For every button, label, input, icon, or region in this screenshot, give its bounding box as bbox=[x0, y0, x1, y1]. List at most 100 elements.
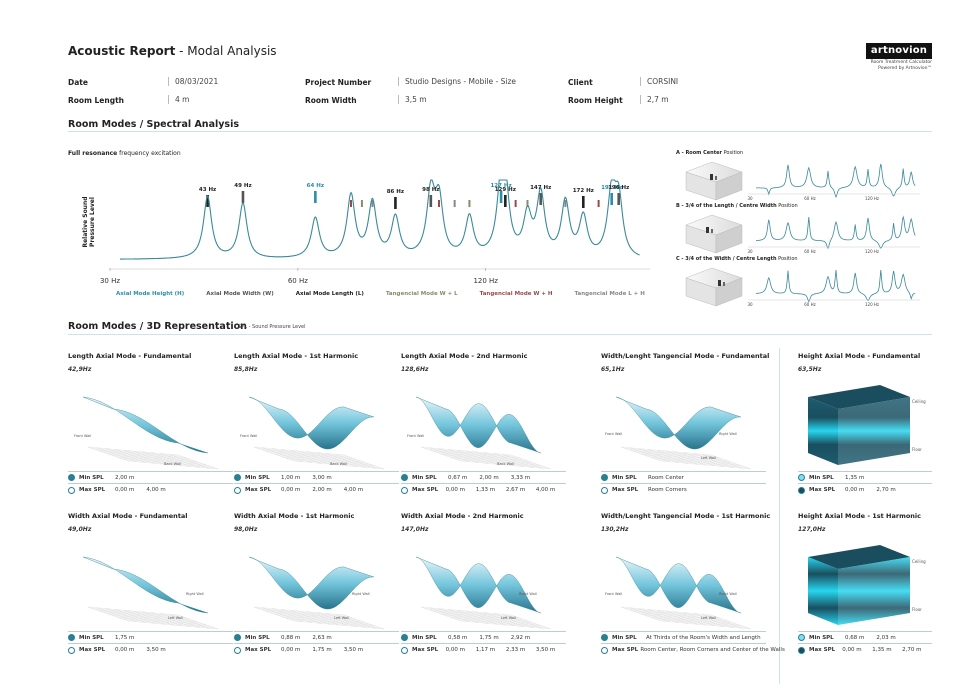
max-spl-label: Max SPL bbox=[79, 487, 106, 493]
mode-label: 196 Hz bbox=[608, 185, 629, 191]
wall-label: Back Wall bbox=[164, 462, 181, 466]
spectral-rule bbox=[68, 131, 932, 132]
wall-label: Right Wall bbox=[719, 432, 737, 436]
min-spl-value: 2,03 m bbox=[876, 634, 896, 641]
tangential-bar bbox=[350, 200, 353, 207]
wall-label: Left Wall bbox=[334, 616, 349, 620]
max-spl-value: 1,75 m bbox=[312, 647, 332, 653]
wall-label: Front Wall bbox=[407, 434, 424, 438]
min-spl-value: 0,68 m bbox=[845, 634, 865, 641]
min-spl-label: Min SPL bbox=[612, 474, 637, 481]
room-cube-right bbox=[715, 171, 743, 201]
min-spl-value: 0,67 m bbox=[448, 474, 468, 481]
floor-label: Floor bbox=[912, 607, 922, 612]
min-spl-dot bbox=[68, 634, 75, 641]
ceiling-label: Ceiling bbox=[912, 559, 926, 564]
position-curve bbox=[755, 269, 916, 303]
max-spl-value: 0,00 m bbox=[281, 647, 301, 653]
excitation-caption: Full resonance frequency excitation bbox=[68, 150, 181, 157]
position-c-bold: 3/4 of the Width / Centre Length bbox=[685, 256, 777, 262]
x-tick-label: 30 Hz bbox=[100, 277, 120, 285]
position-tick-label: 30 bbox=[747, 302, 753, 307]
position-a-prefix: A - bbox=[676, 150, 686, 156]
position-tick-label: 30 bbox=[747, 249, 753, 254]
max-spl-value: 3,50 m bbox=[343, 647, 364, 653]
max-spl-value: 2,33 m bbox=[505, 647, 526, 653]
mode-label: 129 Hz bbox=[495, 187, 516, 193]
mode-title: Width Axial Mode - 2nd Harmonic bbox=[401, 512, 524, 520]
min-spl-label: Min SPL bbox=[412, 634, 437, 641]
tangential-bar bbox=[468, 200, 471, 207]
wave-surface bbox=[248, 396, 375, 450]
min-spl-dot bbox=[601, 474, 608, 481]
tangential-bar bbox=[438, 200, 441, 207]
max-spl-value: 0,00 m bbox=[115, 647, 135, 653]
legend-twl: Tangencial Mode W + L bbox=[385, 291, 458, 297]
mode-title: Length Axial Mode - 1st Harmonic bbox=[234, 352, 359, 360]
position-tick-label: 120 Hz bbox=[865, 249, 879, 254]
min-spl-value: 2,00 m bbox=[115, 474, 135, 481]
wall-label: Right Wall bbox=[186, 592, 204, 596]
room-length-value: 4 m bbox=[168, 95, 189, 104]
project-value: Studio Designs - Mobile - Size bbox=[398, 77, 516, 86]
floor-grid bbox=[253, 446, 385, 470]
mode-frequency: 65,1Hz bbox=[601, 366, 625, 373]
height-column-divider bbox=[779, 348, 780, 684]
mode-bar bbox=[314, 191, 317, 203]
max-spl-value: 0,00 m bbox=[115, 487, 135, 493]
min-spl-value: 2,63 m bbox=[312, 634, 332, 641]
block-front bbox=[808, 557, 838, 625]
min-spl-label: Min SPL bbox=[245, 474, 270, 481]
mode-bar bbox=[539, 193, 543, 205]
max-spl-value: 2,70 m bbox=[876, 487, 896, 493]
project-label: Project Number bbox=[305, 78, 372, 87]
min-spl-dot bbox=[68, 474, 75, 481]
mode-label: 64 Hz bbox=[307, 183, 324, 189]
min-spl-dot bbox=[798, 634, 805, 641]
min-spl-label: Min SPL bbox=[245, 634, 270, 641]
min-spl-value: 1,35 m bbox=[845, 474, 865, 481]
resonance-curve bbox=[120, 179, 640, 260]
min-spl-value: 1,75 m bbox=[115, 634, 135, 641]
min-spl-value: 3,33 m bbox=[510, 474, 531, 481]
mode-bar bbox=[617, 193, 620, 205]
mode-frequency: 63,5Hz bbox=[798, 366, 822, 373]
min-spl-value: Room Center bbox=[648, 474, 684, 481]
block-top bbox=[808, 385, 910, 409]
position-a-bold: Room Center bbox=[685, 150, 722, 156]
room-height-value: 2,7 m bbox=[640, 95, 669, 104]
tangential-bar bbox=[526, 200, 529, 207]
speaker-marker bbox=[706, 227, 709, 233]
floor-label: Floor bbox=[912, 447, 922, 452]
position-b-title: B - 3/4 of the Length / Centre Width Pos… bbox=[676, 203, 798, 209]
mode-frequency: 98,0Hz bbox=[234, 526, 258, 533]
min-spl-row: Min SPL Room Center bbox=[601, 472, 766, 484]
position-a-title: A - Room Center Position bbox=[676, 150, 743, 156]
block-top bbox=[808, 545, 910, 569]
mode-frequency: 128,6Hz bbox=[401, 366, 429, 373]
room-cube-right bbox=[715, 224, 743, 254]
max-spl-value: 0,00 m bbox=[845, 487, 865, 493]
mode-frequency: 85,8Hz bbox=[234, 366, 258, 373]
client-label: Client bbox=[568, 78, 593, 87]
mic-marker bbox=[711, 229, 713, 233]
